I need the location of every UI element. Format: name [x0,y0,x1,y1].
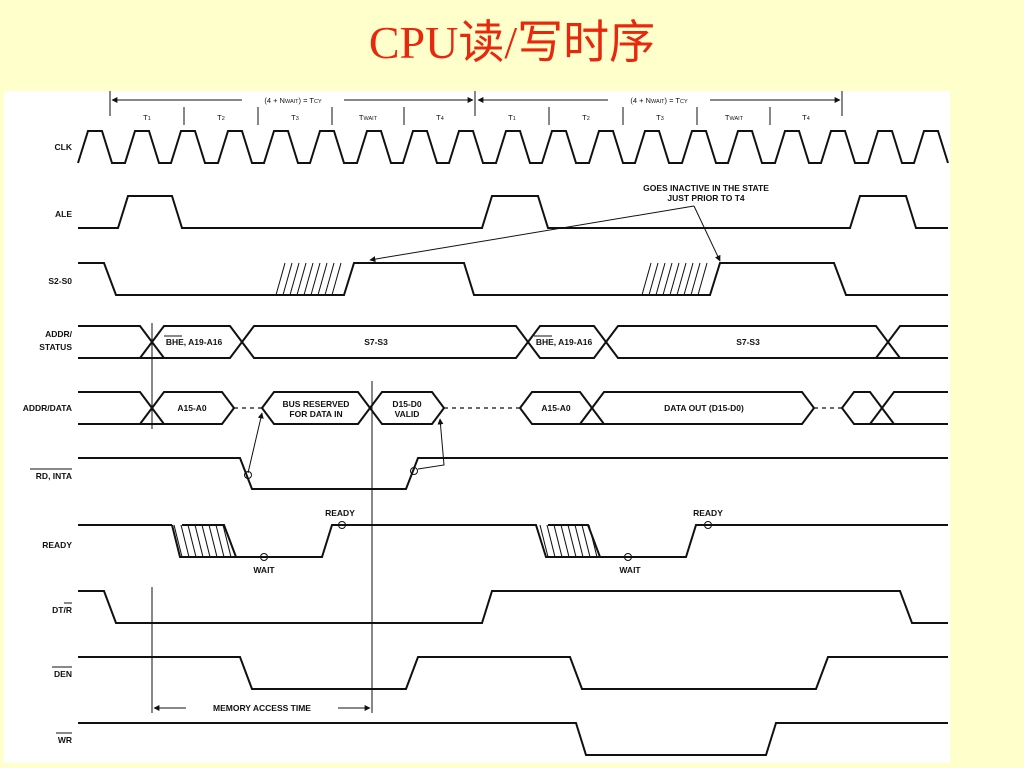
den-waveform [78,656,948,690]
state-label-1-5: T4 [436,113,444,122]
label-addr-status-1: ADDR/ [45,329,73,339]
s2-s0-hatch-2 [641,262,708,296]
ready-annotation-2: READY [693,508,723,518]
bus-reserved-label-2: FOR DATA IN [289,409,342,419]
state-label-2-3: T3 [656,113,664,122]
state-label-1-3: T3 [291,113,299,122]
rd-inta-waveform [78,412,948,490]
valid-label: VALID [395,409,420,419]
label-wr: WR [58,735,72,745]
state-label-2-5: T4 [802,113,810,122]
state-label-1-2: T2 [217,113,225,122]
a15-a0-label-1: A15-A0 [177,403,207,413]
signal-labels: CLK ALE S2-S0 ADDR/ STATUS ADDR/DATA RD,… [23,142,73,745]
bus-reserved-label-1: BUS RESERVED [283,399,350,409]
label-addr-data: ADDR/DATA [23,403,72,413]
state-label-1-4: TWAIT [359,113,378,122]
ready-annotation-1: READY [325,508,355,518]
s2-s0-waveform [78,262,948,296]
s2-s0-hatch-1 [275,262,342,296]
s7-s3-label-2: S7-S3 [736,337,760,347]
wait-annotation-2: WAIT [619,565,641,575]
bhe-a19-a16-label-2: BHE, A19-A16 [536,337,593,347]
data-out-label: DATA OUT (D15-D0) [664,403,744,413]
label-ale: ALE [55,209,72,219]
ready-waveform: READY WAIT READY WAIT [78,508,948,575]
cycle-formula-2: (4 + NWAIT) = TCY [630,96,688,105]
state-label-1-1: T1 [143,113,151,122]
clk-waveform [77,130,949,164]
label-dt-r: DT/R [52,605,72,615]
cycle-formula-1: (4 + NWAIT) = TCY [264,96,322,105]
label-clk: CLK [55,142,73,152]
state-label-2-4: TWAIT [725,113,744,122]
label-rd-inta: RD, INTA [36,471,72,481]
goes-inactive-line-1: GOES INACTIVE IN THE STATE [643,183,769,193]
memory-access-time-label: MEMORY ACCESS TIME [213,703,311,713]
ready-hatch-2 [539,524,598,558]
wait-annotation-1: WAIT [253,565,275,575]
addr-status-waveform: BHE, A19-A16 S7-S3 BHE, A19-A16 S7-S3 [78,325,948,359]
state-label-2-2: T2 [582,113,590,122]
addr-data-waveform: A15-A0 BUS RESERVED FOR DATA IN D15-D0 V… [78,391,948,425]
a15-a0-label-2: A15-A0 [541,403,571,413]
dt-r-waveform [78,590,948,624]
goes-inactive-line-2: JUST PRIOR TO T4 [667,193,745,203]
label-addr-status-2: STATUS [39,342,72,352]
s7-s3-label-1: S7-S3 [364,337,388,347]
bus-cycle-header: (4 + NWAIT) = TCY (4 + NWAIT) = TCY T1 T2… [109,91,843,125]
label-den: DEN [54,669,72,679]
timing-diagram-panel: (4 + NWAIT) = TCY (4 + NWAIT) = TCY T1 T2… [4,91,950,763]
ale-waveform [78,195,948,229]
slide-title: CPU读/写时序 [368,17,656,68]
label-s2-s0: S2-S0 [48,276,72,286]
ready-hatch-1 [173,524,232,558]
bhe-a19-a16-label-1: BHE, A19-A16 [166,337,223,347]
state-label-2-1: T1 [508,113,516,122]
label-ready: READY [42,540,72,550]
d15-d0-label: D15-D0 [392,399,422,409]
memory-access-time: MEMORY ACCESS TIME [153,703,371,713]
wr-waveform [78,722,948,756]
timing-diagram: (4 + NWAIT) = TCY (4 + NWAIT) = TCY T1 T2… [23,91,949,756]
goes-inactive-annotation: GOES INACTIVE IN THE STATE JUST PRIOR TO… [369,183,769,263]
